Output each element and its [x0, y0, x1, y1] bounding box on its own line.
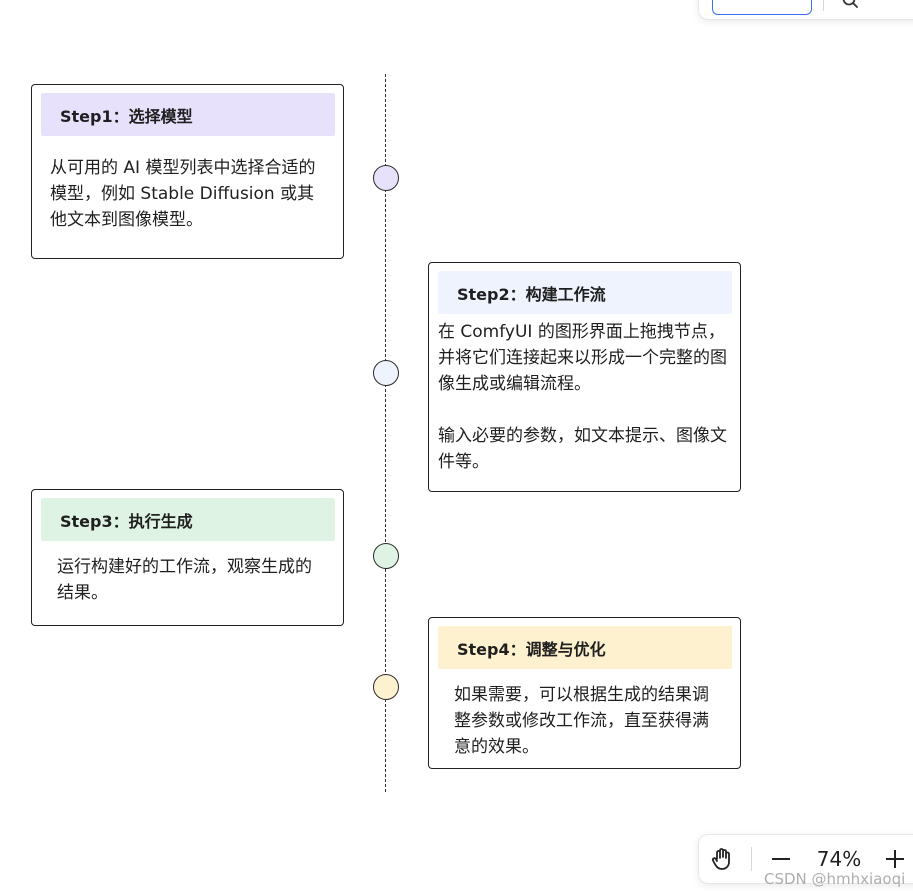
top-toolbar [698, 0, 913, 20]
timeline-node-step2 [373, 360, 399, 386]
step-text: 运行构建好的工作流，观察生成的结果。 [57, 557, 312, 603]
plus-icon[interactable] [883, 847, 907, 871]
watermark: CSDN @hmhxiaoqi [764, 870, 906, 888]
step-card-3[interactable]: Step3：执行生成 运行构建好的工作流，观察生成的结果。 [31, 489, 344, 626]
step-card-4[interactable]: Step4：调整与优化 如果需要，可以根据生成的结果调整参数或修改工作流，直至获… [428, 617, 741, 769]
step-description: 从可用的 AI 模型列表中选择合适的模型，例如 Stable Diffusion… [50, 155, 327, 233]
toolbar-button[interactable] [712, 0, 812, 15]
step-title: Step1：选择模型 [60, 106, 193, 126]
step-title: Step2：构建工作流 [457, 284, 606, 304]
step-header-3: Step3：执行生成 [41, 498, 335, 541]
step-description: 如果需要，可以根据生成的结果调整参数或修改工作流，直至获得满意的效果。 [454, 682, 724, 760]
timeline-node-step4 [373, 674, 399, 700]
step-text: 在 ComfyUI 的图形界面上拖拽节点，并将它们连接起来以形成一个完整的图像生… [438, 322, 727, 394]
step-card-2[interactable]: Step2：构建工作流 在 ComfyUI 的图形界面上拖拽节点，并将它们连接起… [428, 262, 741, 492]
zoom-controls: 74% [698, 834, 913, 884]
zoom-level: 74% [816, 847, 862, 871]
step-title: Step3：执行生成 [60, 511, 193, 531]
toolbar-divider [823, 0, 824, 11]
timeline-node-step1 [373, 165, 399, 191]
timeline-line [385, 74, 386, 792]
hand-icon[interactable] [709, 846, 735, 872]
step-text: 输入必要的参数，如文本提示、图像文件等。 [438, 426, 727, 472]
zoom-divider [751, 847, 752, 871]
search-icon[interactable] [841, 0, 859, 9]
step-description: 在 ComfyUI 的图形界面上拖拽节点，并将它们连接起来以形成一个完整的图像生… [438, 319, 728, 475]
step-header-2: Step2：构建工作流 [438, 271, 732, 314]
minus-icon[interactable] [769, 847, 793, 871]
step-description: 运行构建好的工作流，观察生成的结果。 [57, 554, 327, 606]
step-card-1[interactable]: Step1：选择模型 从可用的 AI 模型列表中选择合适的模型，例如 Stabl… [31, 84, 344, 259]
step-header-1: Step1：选择模型 [41, 93, 335, 136]
step-header-4: Step4：调整与优化 [438, 626, 732, 669]
timeline-node-step3 [373, 543, 399, 569]
step-title: Step4：调整与优化 [457, 639, 606, 659]
step-text: 如果需要，可以根据生成的结果调整参数或修改工作流，直至获得满意的效果。 [454, 685, 709, 757]
step-text: 从可用的 AI 模型列表中选择合适的模型，例如 Stable Diffusion… [50, 158, 316, 230]
frame-icon[interactable] [891, 0, 909, 9]
